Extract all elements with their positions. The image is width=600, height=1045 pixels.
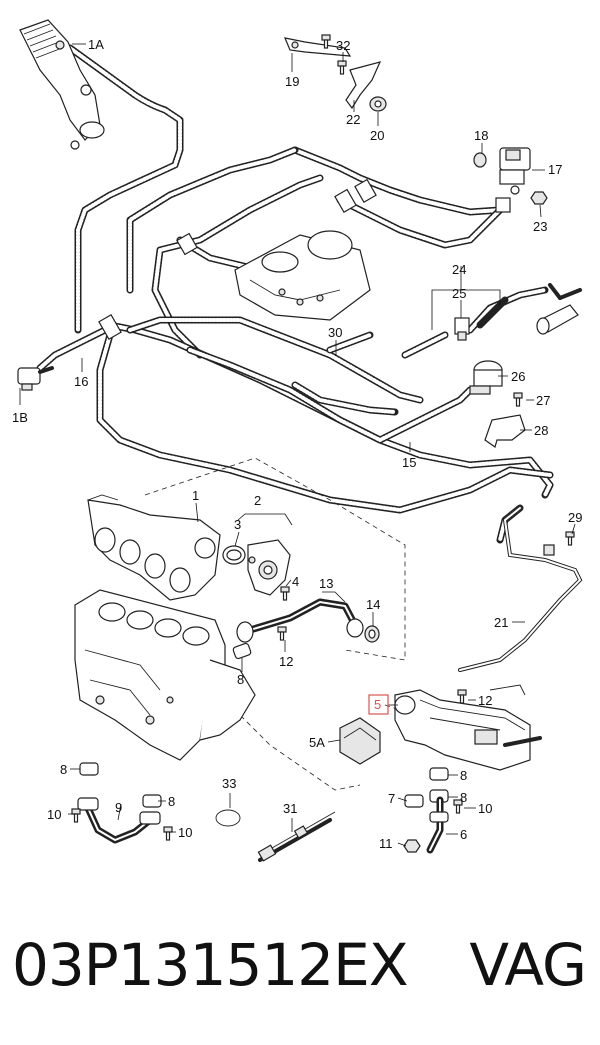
callout-23: 23 <box>533 219 547 234</box>
nut-23 <box>530 191 548 205</box>
gasket-8a <box>232 642 252 660</box>
callout-1B: 1B <box>12 410 28 425</box>
callout-32: 32 <box>336 38 350 53</box>
screw-4 <box>280 586 290 601</box>
callout-33: 33 <box>222 776 236 791</box>
callout-24: 24 <box>452 262 466 277</box>
check-valve-25 <box>454 317 470 341</box>
highlight-box <box>368 694 389 715</box>
callout-8e: 8 <box>460 790 467 805</box>
callout-10a: 10 <box>47 807 61 822</box>
grommet-20 <box>369 96 387 112</box>
callout-16: 16 <box>74 374 88 389</box>
callout-5[interactable]: 5 <box>374 697 381 712</box>
callout-8c: 8 <box>168 794 175 809</box>
callout-12b: 12 <box>478 693 492 708</box>
exploded-outline <box>144 457 406 661</box>
pipe-6 <box>426 796 449 854</box>
callout-13: 13 <box>319 576 333 591</box>
air-intake-duct-1A <box>19 19 105 150</box>
parts-diagram: 1A 1B 1 2 3 4 13 14 12 8 8 9 8 10 10 33 … <box>12 19 583 862</box>
hose-clamps <box>98 178 511 340</box>
callout-31: 31 <box>283 801 297 816</box>
part-number: 03P131512EX <box>12 931 409 999</box>
callout-2: 2 <box>254 493 261 508</box>
cylinder-head-cover <box>234 230 371 321</box>
callout-30: 30 <box>328 325 342 340</box>
callout-1A: 1A <box>88 37 104 52</box>
bolt-12a <box>277 626 287 641</box>
callout-28: 28 <box>534 423 548 438</box>
callout-labels: 1A 1B 1 2 3 4 13 14 12 8 8 9 8 10 10 33 … <box>12 37 582 851</box>
callout-1: 1 <box>192 488 199 503</box>
callout-26: 26 <box>511 369 525 384</box>
callout-10b: 10 <box>178 825 192 840</box>
callout-8b: 8 <box>60 762 67 777</box>
gasket-7 <box>404 794 424 808</box>
bracket-22 <box>345 61 382 110</box>
connector-24 <box>536 283 582 335</box>
callout-10c: 10 <box>478 801 492 816</box>
callout-14: 14 <box>366 597 380 612</box>
callout-15: 15 <box>402 455 416 470</box>
callout-18: 18 <box>474 128 488 143</box>
egr-valve-2 <box>247 539 291 596</box>
callout-7: 7 <box>388 791 395 806</box>
callout-4: 4 <box>292 574 299 589</box>
callout-29: 29 <box>568 510 582 525</box>
pipe-21 <box>458 506 583 672</box>
callout-11: 11 <box>379 836 393 851</box>
callout-21: 21 <box>494 615 508 630</box>
bracket-28 <box>484 414 526 448</box>
callout-20: 20 <box>370 128 384 143</box>
gasket-8d <box>429 767 449 781</box>
bolt-27 <box>513 392 523 407</box>
bracket-19 <box>284 34 352 57</box>
valve-1B <box>17 366 54 391</box>
callout-6: 6 <box>460 827 467 842</box>
callout-27: 27 <box>536 393 550 408</box>
solenoid-valve-17 <box>499 147 531 195</box>
tool-31 <box>257 811 336 862</box>
bolt-10b <box>163 826 173 841</box>
egr-cooler-5 <box>394 684 542 771</box>
callout-12a: 12 <box>279 654 293 669</box>
callout-3: 3 <box>234 517 241 532</box>
callout-8d: 8 <box>460 768 467 783</box>
engine-block <box>74 589 256 761</box>
egr-pipe-13 <box>236 598 364 643</box>
exhaust-manifold-1 <box>87 494 221 601</box>
egr-pipe-9 <box>77 797 161 844</box>
gasket-3 <box>222 545 246 565</box>
caption-bar: 03P131512EX VAG <box>0 925 600 1005</box>
nut-11 <box>403 839 421 853</box>
bolt-10a <box>71 808 81 823</box>
bolt-32 <box>337 60 347 75</box>
callout-5A: 5A <box>309 735 325 750</box>
bracket-5A <box>339 717 381 765</box>
clip-33 <box>215 809 241 827</box>
callout-8a: 8 <box>237 672 244 687</box>
callout-9: 9 <box>115 800 122 815</box>
callout-22: 22 <box>346 112 360 127</box>
gasket-8b <box>79 762 99 776</box>
leader-lines <box>19 43 576 847</box>
brand-name: VAG <box>469 931 587 999</box>
vacuum-reservoir-26 <box>469 360 503 395</box>
callout-25: 25 <box>452 286 466 301</box>
callout-17: 17 <box>548 162 562 177</box>
callout-19: 19 <box>285 74 299 89</box>
bolt-12b <box>457 689 467 704</box>
bolt-29 <box>565 531 575 546</box>
grommet-18 <box>473 152 487 168</box>
clamp-14 <box>364 625 380 643</box>
